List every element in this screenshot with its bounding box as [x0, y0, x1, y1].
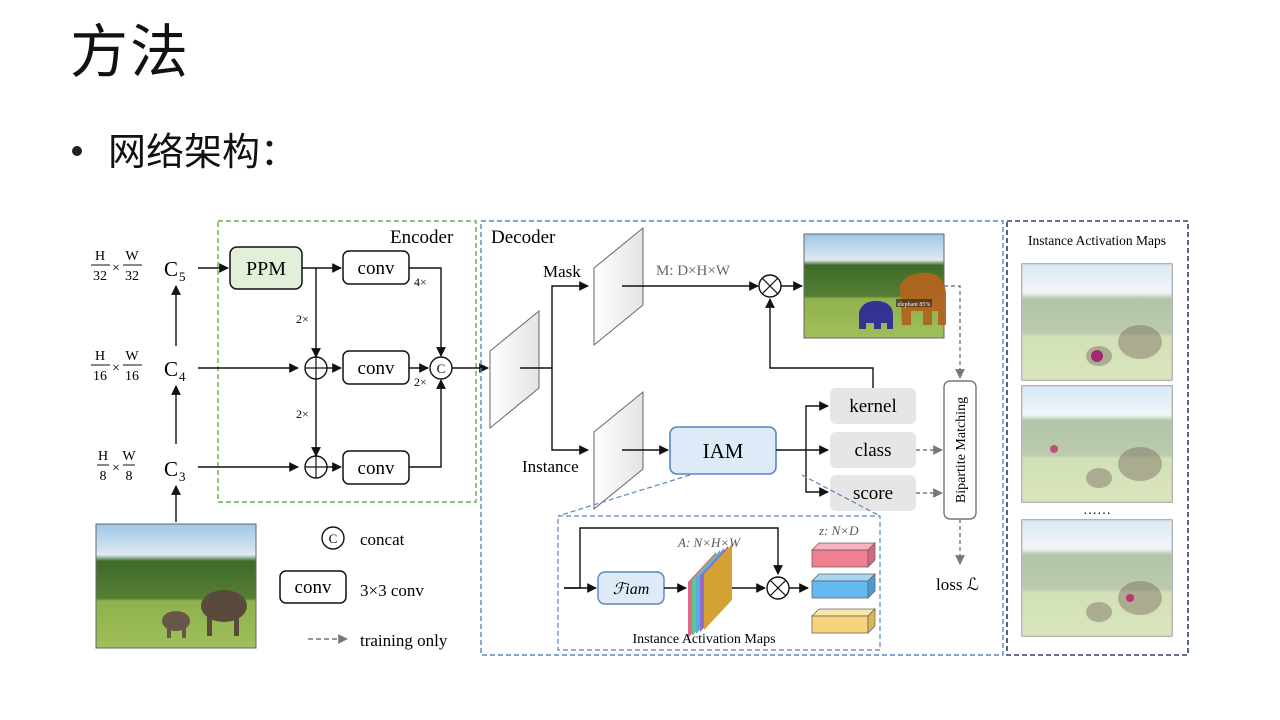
architecture-figure: Encoder H 32 × W 32 C 5 H 16 × W 16 C 4 … — [64, 196, 1216, 668]
svg-text:W: W — [122, 449, 136, 464]
encoder-output-slab — [489, 309, 540, 430]
svg-text:8: 8 — [100, 469, 107, 484]
svg-text:W: W — [125, 349, 139, 364]
svg-text:×: × — [112, 361, 120, 376]
mask-multiply-node — [758, 274, 782, 298]
svg-text:×: × — [112, 461, 120, 476]
scale-c5: H 32 × W 32 C 5 — [91, 249, 186, 284]
svg-text:C: C — [164, 457, 178, 481]
segmentation-output-image: elephant 85% — [803, 233, 946, 339]
scale-c4: H 16 × W 16 C 4 — [91, 349, 186, 384]
thumbnail-ellipsis: …… — [1083, 503, 1111, 518]
upsample-2x-top: 2× — [296, 312, 309, 326]
svg-text:C: C — [164, 357, 178, 381]
concat-symbol: C — [437, 361, 446, 376]
mask-branch-label: Mask — [543, 262, 581, 281]
activation-thumbnail-2 — [1021, 385, 1173, 503]
z-vector-red — [811, 542, 876, 568]
decoder-label: Decoder — [491, 227, 556, 248]
encoder-region — [217, 220, 477, 503]
svg-text:kernel: kernel — [849, 396, 896, 417]
bipartite-label: Bipartite Matching — [954, 397, 969, 503]
activation-maps-stack — [688, 544, 732, 638]
svg-text:conv: conv — [295, 577, 332, 598]
activation-thumbnail-3 — [1021, 519, 1173, 637]
z-vector-yellow — [811, 608, 876, 634]
activation-dims: A: N×H×W — [677, 535, 741, 550]
svg-text:W: W — [125, 249, 139, 264]
sum-node-mid — [304, 356, 328, 380]
svg-text:×: × — [112, 261, 120, 276]
loss-label: loss ℒ — [936, 575, 979, 594]
legend-concat: concat — [360, 530, 405, 549]
scale-c3: H 8 × W 8 C 3 — [97, 449, 186, 484]
legend-conv: 3×3 conv — [360, 581, 424, 600]
svg-text:conv: conv — [358, 358, 395, 379]
upsample-2x-bottom: 2× — [296, 407, 309, 421]
sum-node-bottom — [304, 455, 328, 479]
svg-text:conv: conv — [358, 258, 395, 279]
decoder-region — [480, 220, 1004, 656]
iam-multiply-node — [766, 576, 790, 600]
svg-text:H: H — [98, 449, 108, 464]
svg-text:5: 5 — [179, 269, 186, 284]
iam-label: IAM — [703, 439, 744, 463]
activation-maps-panel — [1006, 220, 1189, 656]
svg-text:16: 16 — [125, 369, 139, 384]
mask-feature-slab — [593, 226, 644, 347]
svg-text:32: 32 — [125, 269, 139, 284]
instance-feature-slab — [593, 390, 644, 511]
instance-branch-label: Instance — [522, 457, 579, 476]
class-head — [830, 432, 916, 468]
activation-panel-title: Instance Activation Maps — [1028, 233, 1166, 248]
segmentation-label: elephant 85% — [898, 302, 931, 308]
bullet-item: 网络架构： — [72, 124, 298, 180]
ppm-label: PPM — [246, 258, 286, 280]
architecture-diagram: Encoder H 32 × W 32 C 5 H 16 × W 16 C 4 … — [91, 220, 1189, 656]
bullet-dot — [72, 145, 82, 156]
activation-thumbnail-1 — [1021, 263, 1173, 381]
svg-text:H: H — [95, 349, 105, 364]
svg-text:conv: conv — [358, 458, 395, 479]
svg-text:score: score — [853, 483, 893, 504]
upsample-4x: 4× — [414, 275, 427, 289]
svg-text:C: C — [164, 257, 178, 281]
z-vector-blue — [811, 573, 876, 599]
svg-text:4: 4 — [179, 369, 186, 384]
svg-text:class: class — [855, 440, 892, 461]
legend-training: training only — [360, 631, 448, 650]
mask-output-dims: M: D×H×W — [656, 263, 731, 279]
svg-text:32: 32 — [93, 269, 107, 284]
f-iam-label: ℱiam — [613, 581, 650, 598]
iam-detail-caption: Instance Activation Maps — [632, 632, 775, 647]
svg-text:8: 8 — [126, 469, 133, 484]
slide-title: 方法 — [70, 18, 191, 86]
iam-detail-panel — [557, 515, 881, 651]
z-dims: z: N×D — [818, 523, 859, 538]
svg-text:H: H — [95, 249, 105, 264]
legend: C concat conv 3×3 conv training only — [279, 526, 448, 650]
kernel-head — [830, 388, 916, 424]
svg-text:C: C — [329, 531, 338, 546]
upsample-2x-right: 2× — [414, 375, 427, 389]
score-head — [830, 475, 916, 511]
svg-text:3: 3 — [179, 469, 186, 484]
encoder-label: Encoder — [390, 227, 454, 248]
svg-text:16: 16 — [93, 369, 107, 384]
bullet-text: 网络架构： — [108, 130, 299, 174]
input-image — [95, 523, 257, 649]
